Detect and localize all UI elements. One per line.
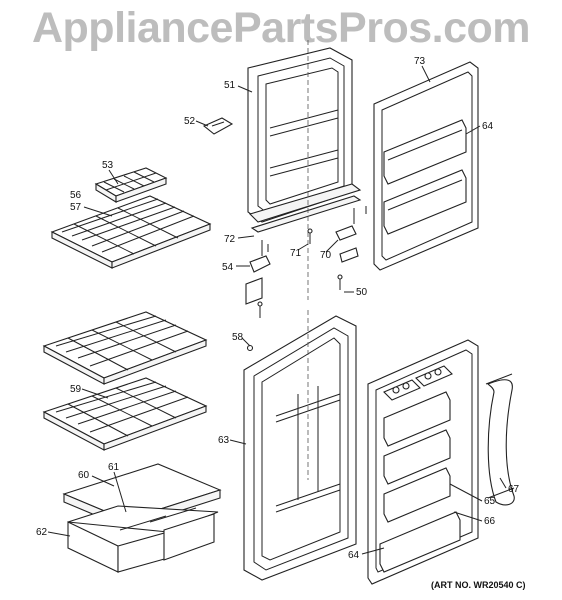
callout-54: 54 bbox=[222, 262, 234, 273]
callout-60: 60 bbox=[78, 470, 90, 481]
callout-58: 58 bbox=[232, 332, 244, 343]
callout-56: 56 bbox=[70, 190, 82, 201]
callout-64-lower: 64 bbox=[348, 550, 360, 561]
callout-63: 63 bbox=[218, 435, 230, 446]
egg-trays bbox=[383, 365, 453, 401]
callout-72: 72 bbox=[224, 234, 236, 245]
freezer-door-bin-upper bbox=[383, 119, 467, 185]
hinge-screw-58 bbox=[246, 344, 254, 352]
callout-66: 66 bbox=[484, 516, 496, 527]
callout-52: 52 bbox=[184, 116, 196, 127]
callout-71: 71 bbox=[290, 248, 302, 259]
callout-50: 50 bbox=[356, 287, 368, 298]
ice-tray bbox=[94, 167, 168, 203]
callout-62: 62 bbox=[36, 527, 48, 538]
leader-lines bbox=[47, 65, 507, 555]
hinge-bracket-right bbox=[335, 206, 367, 263]
callout-59: 59 bbox=[70, 384, 82, 395]
freezer-door-frame bbox=[247, 47, 362, 233]
door-screw-50 bbox=[337, 274, 343, 290]
fresh-food-wire-shelf-upper bbox=[42, 311, 208, 385]
callout-65: 65 bbox=[484, 496, 496, 507]
callout-51: 51 bbox=[224, 80, 236, 91]
callout-57: 57 bbox=[70, 202, 82, 213]
fresh-food-door-bins bbox=[379, 391, 461, 573]
freezer-door-bin-lower bbox=[383, 169, 467, 235]
callout-64-upper: 64 bbox=[482, 121, 494, 132]
callout-61: 61 bbox=[108, 462, 120, 473]
fresh-food-door-frame bbox=[243, 315, 357, 581]
hinge-cover bbox=[202, 117, 234, 135]
fresh-food-wire-shelf-lower bbox=[42, 377, 208, 451]
screw-pair-left bbox=[257, 244, 269, 318]
callout-73: 73 bbox=[414, 56, 426, 67]
callout-53: 53 bbox=[102, 160, 114, 171]
hinge-bracket-left bbox=[245, 240, 271, 305]
watermark-logo: AppliancePartsPros.com bbox=[31, 4, 531, 52]
callout-70: 70 bbox=[320, 250, 332, 261]
art-number: (ART NO. WR20540 C) bbox=[431, 580, 526, 590]
crisper-drawers bbox=[67, 505, 219, 573]
callout-67: 67 bbox=[508, 484, 520, 495]
door-handle bbox=[485, 373, 515, 506]
door-stop-screw bbox=[307, 228, 313, 244]
